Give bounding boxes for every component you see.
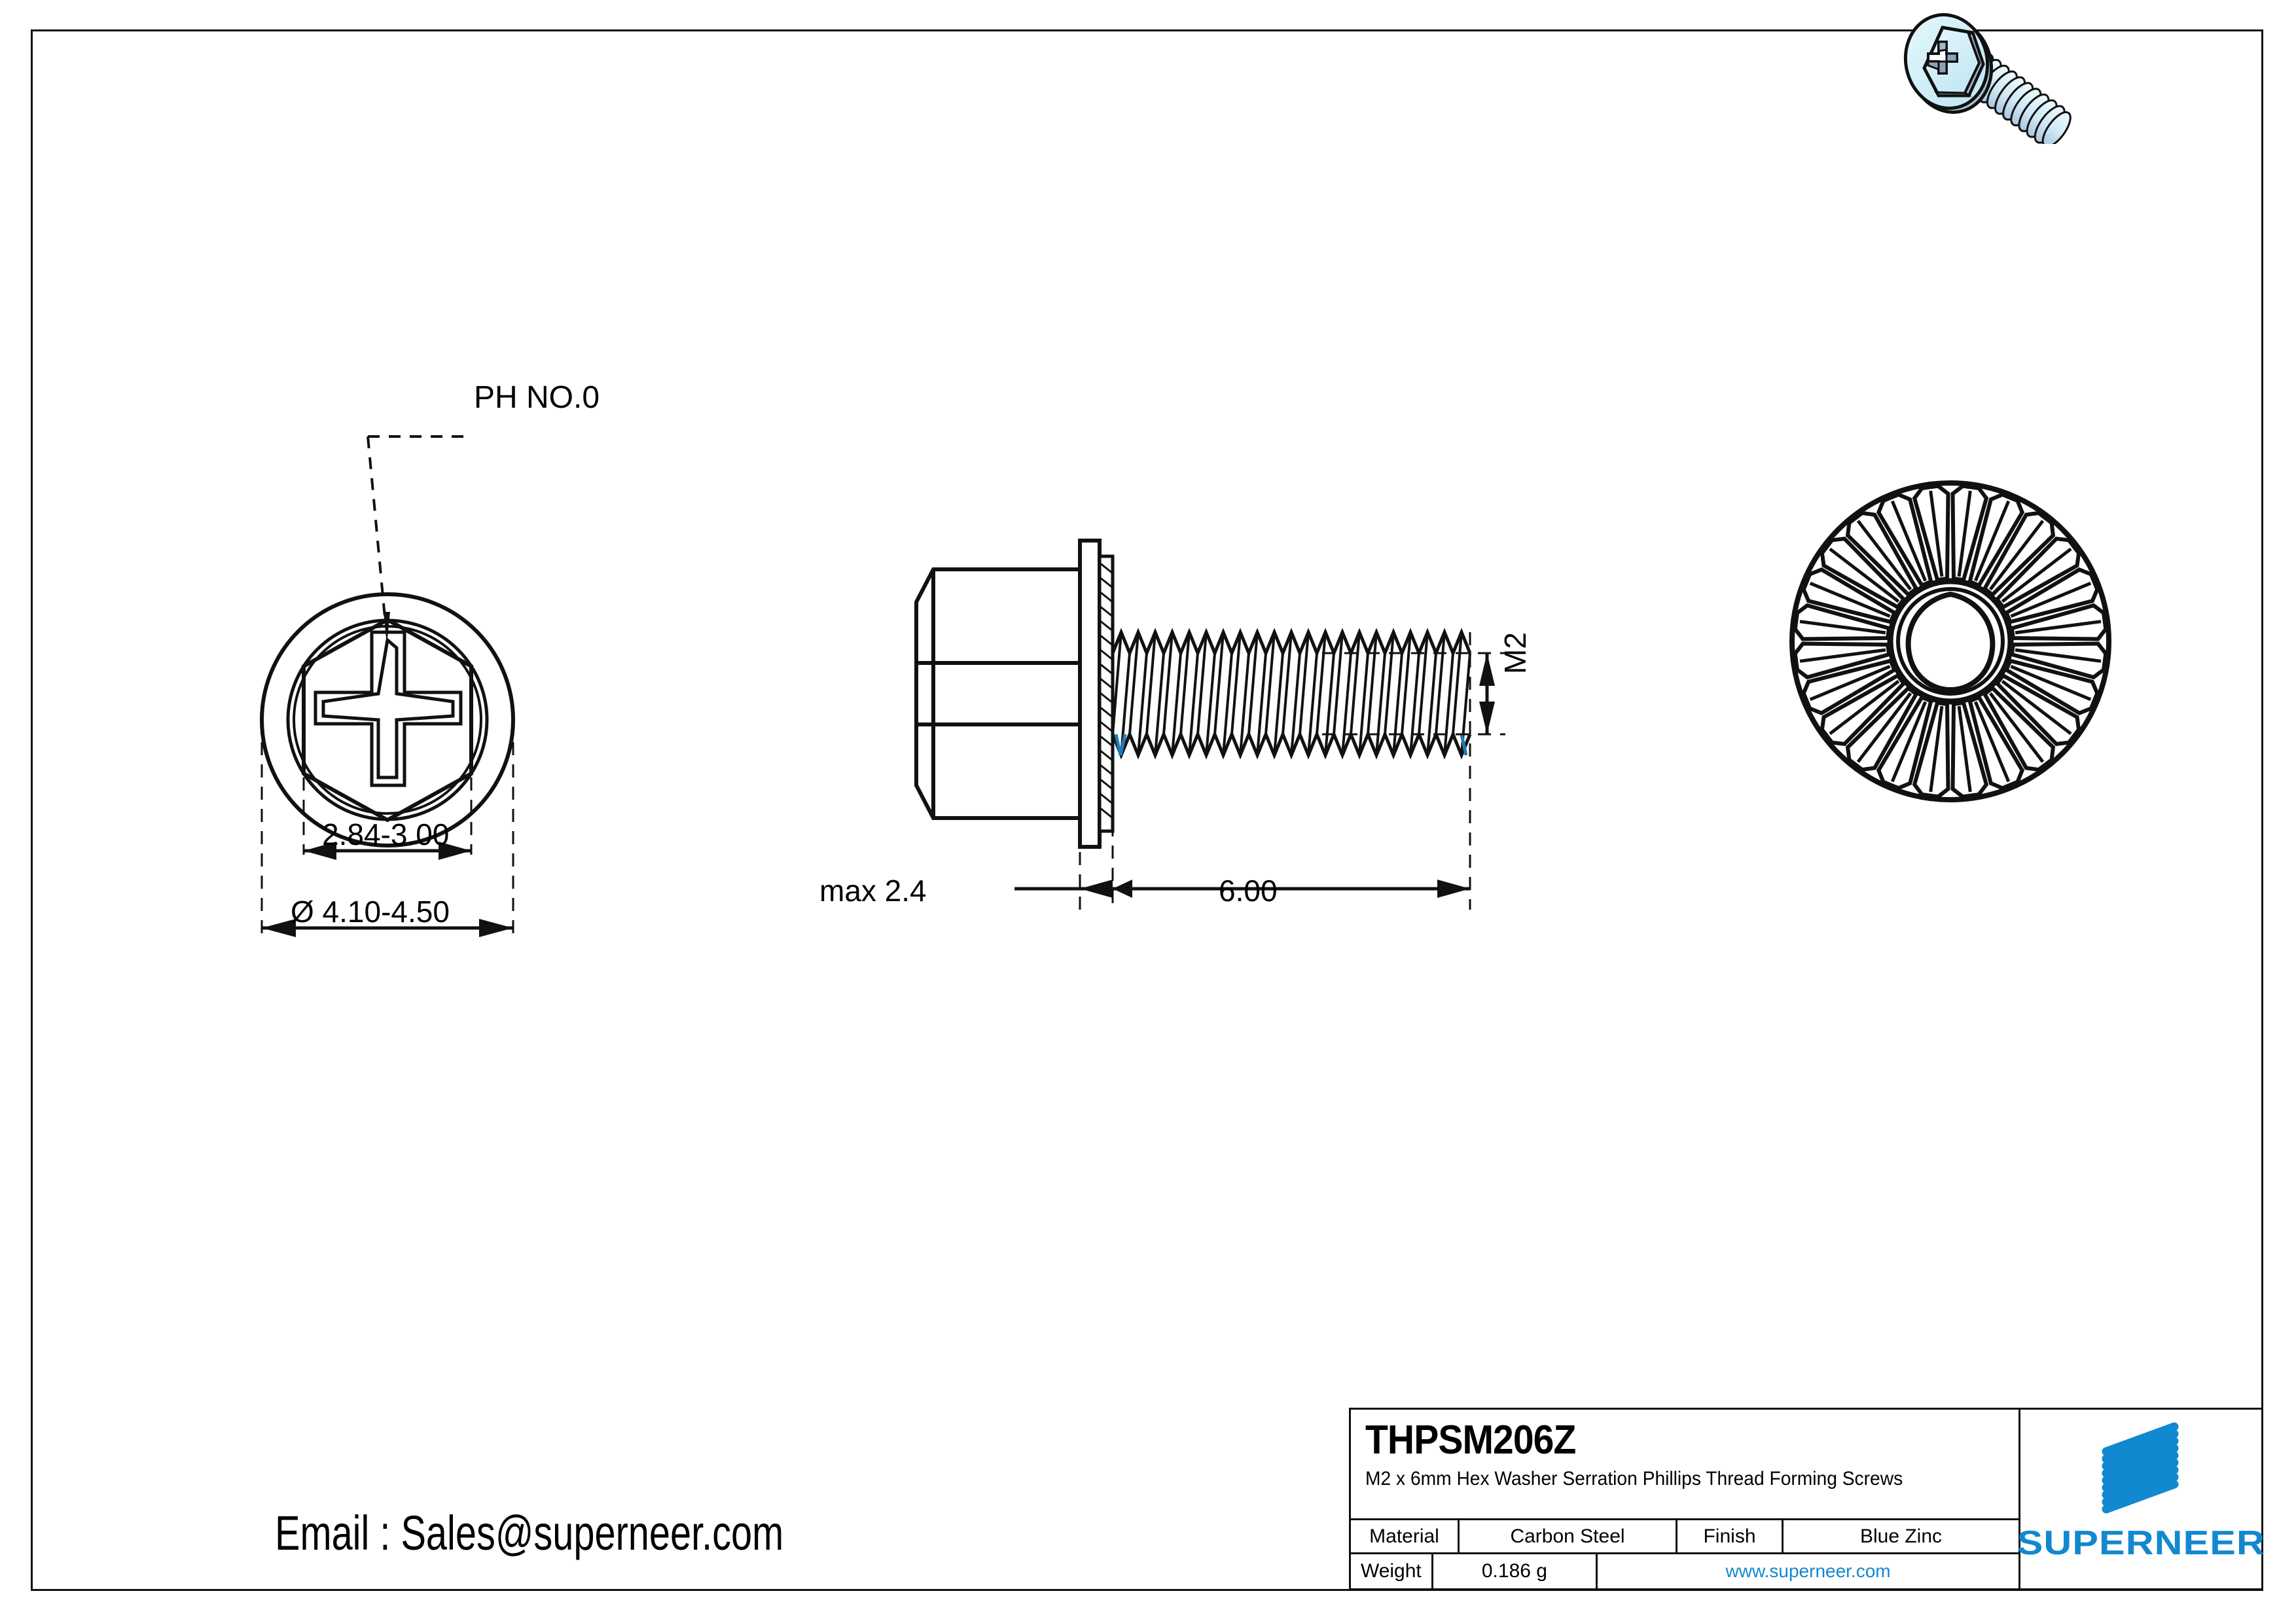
dim-line-thread-length: [1113, 880, 1470, 898]
dim-thread-length-label: 6.00: [1219, 874, 1278, 908]
side-flange-plate: [1078, 539, 1115, 849]
ph-callout-leader: [367, 435, 473, 618]
isometric-3d-model: [1892, 13, 2271, 144]
weight-label: Weight: [1351, 1554, 1433, 1588]
top-view: [196, 366, 720, 942]
serration-outer-circle: [1789, 480, 2111, 802]
drawing-border-frame: [31, 29, 2263, 1591]
material-label: Material: [1351, 1520, 1460, 1552]
title-block-header: THPSM206Z M2 x 6mm Hex Washer Serration …: [1351, 1410, 2018, 1520]
side-view: [805, 478, 1512, 936]
weight-value: 0.186 g: [1433, 1554, 1598, 1588]
title-block-left: THPSM206Z M2 x 6mm Hex Washer Serration …: [1351, 1410, 2020, 1588]
top-view-extension-lines: [260, 666, 514, 942]
title-block: THPSM206Z M2 x 6mm Hex Washer Serration …: [1349, 1408, 2264, 1590]
dim-across-flats-label: 2.84-3.00: [322, 817, 450, 851]
dim-line-across-flats: [304, 842, 471, 860]
ph-callout-label: PH NO.0: [474, 380, 600, 415]
bottom-serration-view: [1787, 478, 2114, 805]
model-phillips-recess: [1927, 41, 1958, 75]
side-thread-shank: [1111, 628, 1472, 760]
brand-logo: SUPERNEER: [2017, 1410, 2264, 1588]
part-number: THPSM206Z: [1365, 1418, 1576, 1463]
dim-flange-diameter-label: Ø 4.10-4.50: [291, 895, 450, 929]
part-description: M2 x 6mm Hex Washer Serration Phillips T…: [1365, 1468, 1903, 1490]
email-line: Email : Sales@superneer.com: [275, 1506, 784, 1560]
dim-line-thread-size: [1479, 653, 1495, 734]
website-link[interactable]: www.superneer.com: [1725, 1561, 1891, 1581]
dim-head-height-label: max 2.4: [819, 874, 927, 908]
finish-value: Blue Zinc: [1859, 1525, 1943, 1547]
material-value: Carbon Steel: [1460, 1520, 1677, 1552]
dim-line-flange-diameter: [262, 919, 513, 937]
serration-center-hole: [1905, 591, 1996, 693]
hex-outline: [302, 617, 473, 823]
dim-thread-size-label: M2: [1498, 632, 1532, 674]
finish-label: Finish: [1677, 1520, 1784, 1552]
brand-name: SUPERNEER: [2017, 1524, 2265, 1562]
side-extension-lines: [1079, 541, 1505, 910]
logo-stripes-icon: [2102, 1422, 2179, 1514]
phillips-cross-recess: [314, 630, 463, 787]
thread-start-marks: [1114, 734, 1468, 756]
side-hex-head: [914, 567, 1082, 820]
weight-row: Weight 0.186 g www.superneer.com: [1351, 1554, 2018, 1588]
material-row: Material Carbon Steel Finish Blue Zinc: [1351, 1520, 2018, 1554]
